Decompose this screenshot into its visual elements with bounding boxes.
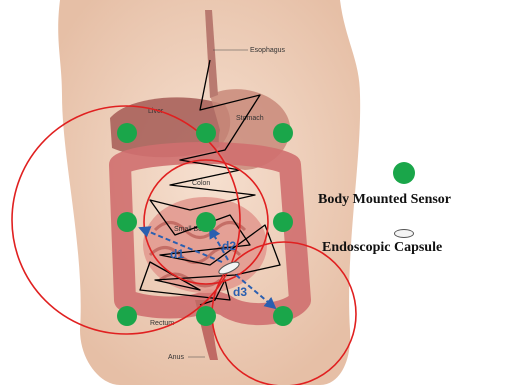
- distance-label-d3: d3: [233, 285, 247, 299]
- body-sensor: [273, 123, 293, 143]
- legend-capsule-icon: [394, 229, 414, 238]
- label-esophagus: Esophagus: [250, 47, 286, 54]
- body-sensor: [196, 306, 216, 326]
- label-stomach: Stomach: [236, 115, 264, 122]
- label-colon: Colon: [192, 180, 210, 187]
- label-rectum: Rectum: [150, 320, 174, 327]
- legend-sensor-icon: [393, 162, 415, 184]
- distance-label-d2: d2: [222, 239, 236, 253]
- body-sensor: [196, 123, 216, 143]
- legend-capsule-label: Endoscopic Capsule: [322, 240, 442, 256]
- legend-sensor-label: Body Mounted Sensor: [318, 192, 451, 208]
- body-sensor: [273, 306, 293, 326]
- label-anus: Anus: [168, 354, 184, 361]
- body-sensor: [117, 212, 137, 232]
- body-sensor: [273, 212, 293, 232]
- distance-label-d1: d1: [170, 247, 184, 261]
- body-sensor: [196, 212, 216, 232]
- body-sensor: [117, 123, 137, 143]
- body-sensor: [117, 306, 137, 326]
